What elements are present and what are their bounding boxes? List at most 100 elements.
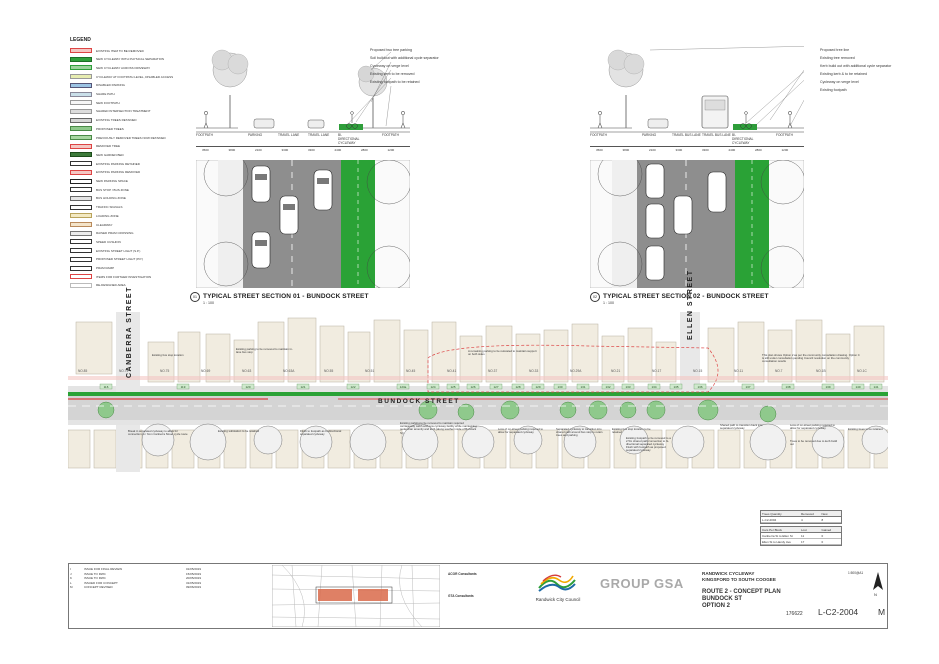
proposed-tree [697,399,719,421]
legend-swatch [70,117,92,123]
project-subtitle: KINGSFORD TO SOUTH COOGEE [702,577,776,582]
legend-label: ITEMS FOR FURTHER INVESTIGATION [96,274,152,279]
section-lane-label: FOOTPATH [196,133,213,137]
tree-tag [741,383,755,390]
tree-tag [511,383,525,390]
tree-tag [601,383,615,390]
drawing-scale: 1:500@A1 [848,571,864,575]
tree-tag [647,383,661,390]
legend-swatch [70,256,92,262]
legend-item: PROPOSED STREET LIGHT (P.P.) [70,256,143,262]
existing-tree [861,425,888,455]
summary-cell: 11 [801,533,805,538]
legend-swatch [70,204,92,210]
plan-note: Flush with footpath as proposed separate… [626,445,666,453]
section-note: Existing footpath [820,88,847,92]
legend-swatch [70,56,92,62]
section-01-plan [196,160,410,288]
tree-id: 130 [557,385,562,389]
house-label: NO.11 [734,369,743,373]
section-dimension: 2100 [649,148,656,152]
tree-id: 128 [515,385,520,389]
consultant-1: ACOR Consultants [448,572,477,576]
revision-code: M [70,585,73,590]
legend-swatch [70,187,92,193]
summary-cell: 0 [821,533,824,538]
legend-item: PREVIOUSLY REMOVED TREES NOW RETAINED [70,135,166,140]
legend-item: SPEED CUSHION [70,239,121,245]
house-label: NO.79 [119,369,128,373]
legend-label: PROPOSED TREES [96,126,124,131]
existing-tree [401,423,439,461]
project-name: RANDWICK CYCLEWAY [702,571,755,576]
tree-id: 116 [104,385,109,389]
house-label: NO.17 [652,369,661,373]
legend-label: NEW PARKING SPACE [96,179,128,183]
section-dimension: 3300 [702,148,709,152]
dimension-line [196,146,410,147]
proposed-tree [759,405,777,423]
legend-label: NEW GARDEN BED [96,152,124,157]
separated-cycleway [68,392,888,396]
house-label: NO.37 [488,369,497,373]
section-01-leaders [345,51,392,127]
tree-id: 126 [470,385,475,389]
section-lane-label: PARKING [642,133,657,137]
legend-item: NEW FOOTPATH [70,100,120,106]
key-map-highlight-2 [358,589,388,601]
legend-swatch [70,274,92,280]
dimension-line [590,146,804,147]
proposed-tree [588,400,608,420]
section-02-scale: 1 : 100 [603,301,614,305]
plan-note: Existing parking to be removed to mainta… [400,421,477,435]
legend-label: RAISED PRAM CROSSING [96,231,134,236]
drawing-revision: M [878,607,886,617]
legend-item: ITEMS FOR FURTHER INVESTIGATION [70,274,152,280]
section-01-scale: 1 : 100 [203,301,214,305]
summary-cell: 4 [801,517,803,522]
section-lane-label: TRAVEL BUS LANE [672,133,701,137]
tree-id: 138 [785,385,790,389]
summary-cell: 17 [801,539,805,544]
section-02-car-parked [647,118,669,129]
house-label: NO.29A [570,369,582,373]
existing-tree [749,423,787,461]
legend-swatch [70,65,92,71]
section-02-elevation [590,46,804,133]
legend-swatch [70,126,92,132]
legend-label: EXISTING PARKING REMOVED [96,170,141,175]
legend-swatch [70,143,92,149]
legend-label: DISABLED PARKING [96,83,125,88]
legend-label: LOADING ZONE [96,213,119,218]
revision-code: I [70,567,71,571]
tree-tag [426,383,440,390]
drawing-subtitle: BUNDOCK ST [702,596,742,602]
section-01-pedestrian [203,111,406,129]
tree-id: 124 [430,385,435,389]
section-01-tree-left [211,49,249,128]
section-lane-label: FOOTPATH [382,133,399,137]
house-label: NO.1B [816,369,826,373]
section-01-title: TYPICAL STREET SECTION 01 - BUNDOCK STRE… [203,293,369,300]
revision-code: K [70,576,73,581]
bundock-street-label: BUNDOCK STREET [378,398,460,405]
legend-label: SHARE PATH [96,92,115,96]
summary-header-cell: Trees Quantity [762,511,782,516]
tree-id: 121 [300,385,305,389]
legend-swatch [70,195,92,201]
section-dimension: 1200 [781,148,789,152]
section-note: Existing tree removed [820,56,855,60]
section-02-plan [590,160,804,288]
summary-cell: 8 [821,517,824,522]
legend-label: BUS STOP / BUS ZONE [96,187,129,192]
summary-cell: 0 [821,539,824,544]
legend-item: PRAM RAMP [70,265,114,271]
tree-tag [489,383,503,390]
ellen-street [680,312,700,392]
house-label: NO.15 [693,369,702,373]
summary-cell: Canberra St to Ellen St [762,533,793,538]
